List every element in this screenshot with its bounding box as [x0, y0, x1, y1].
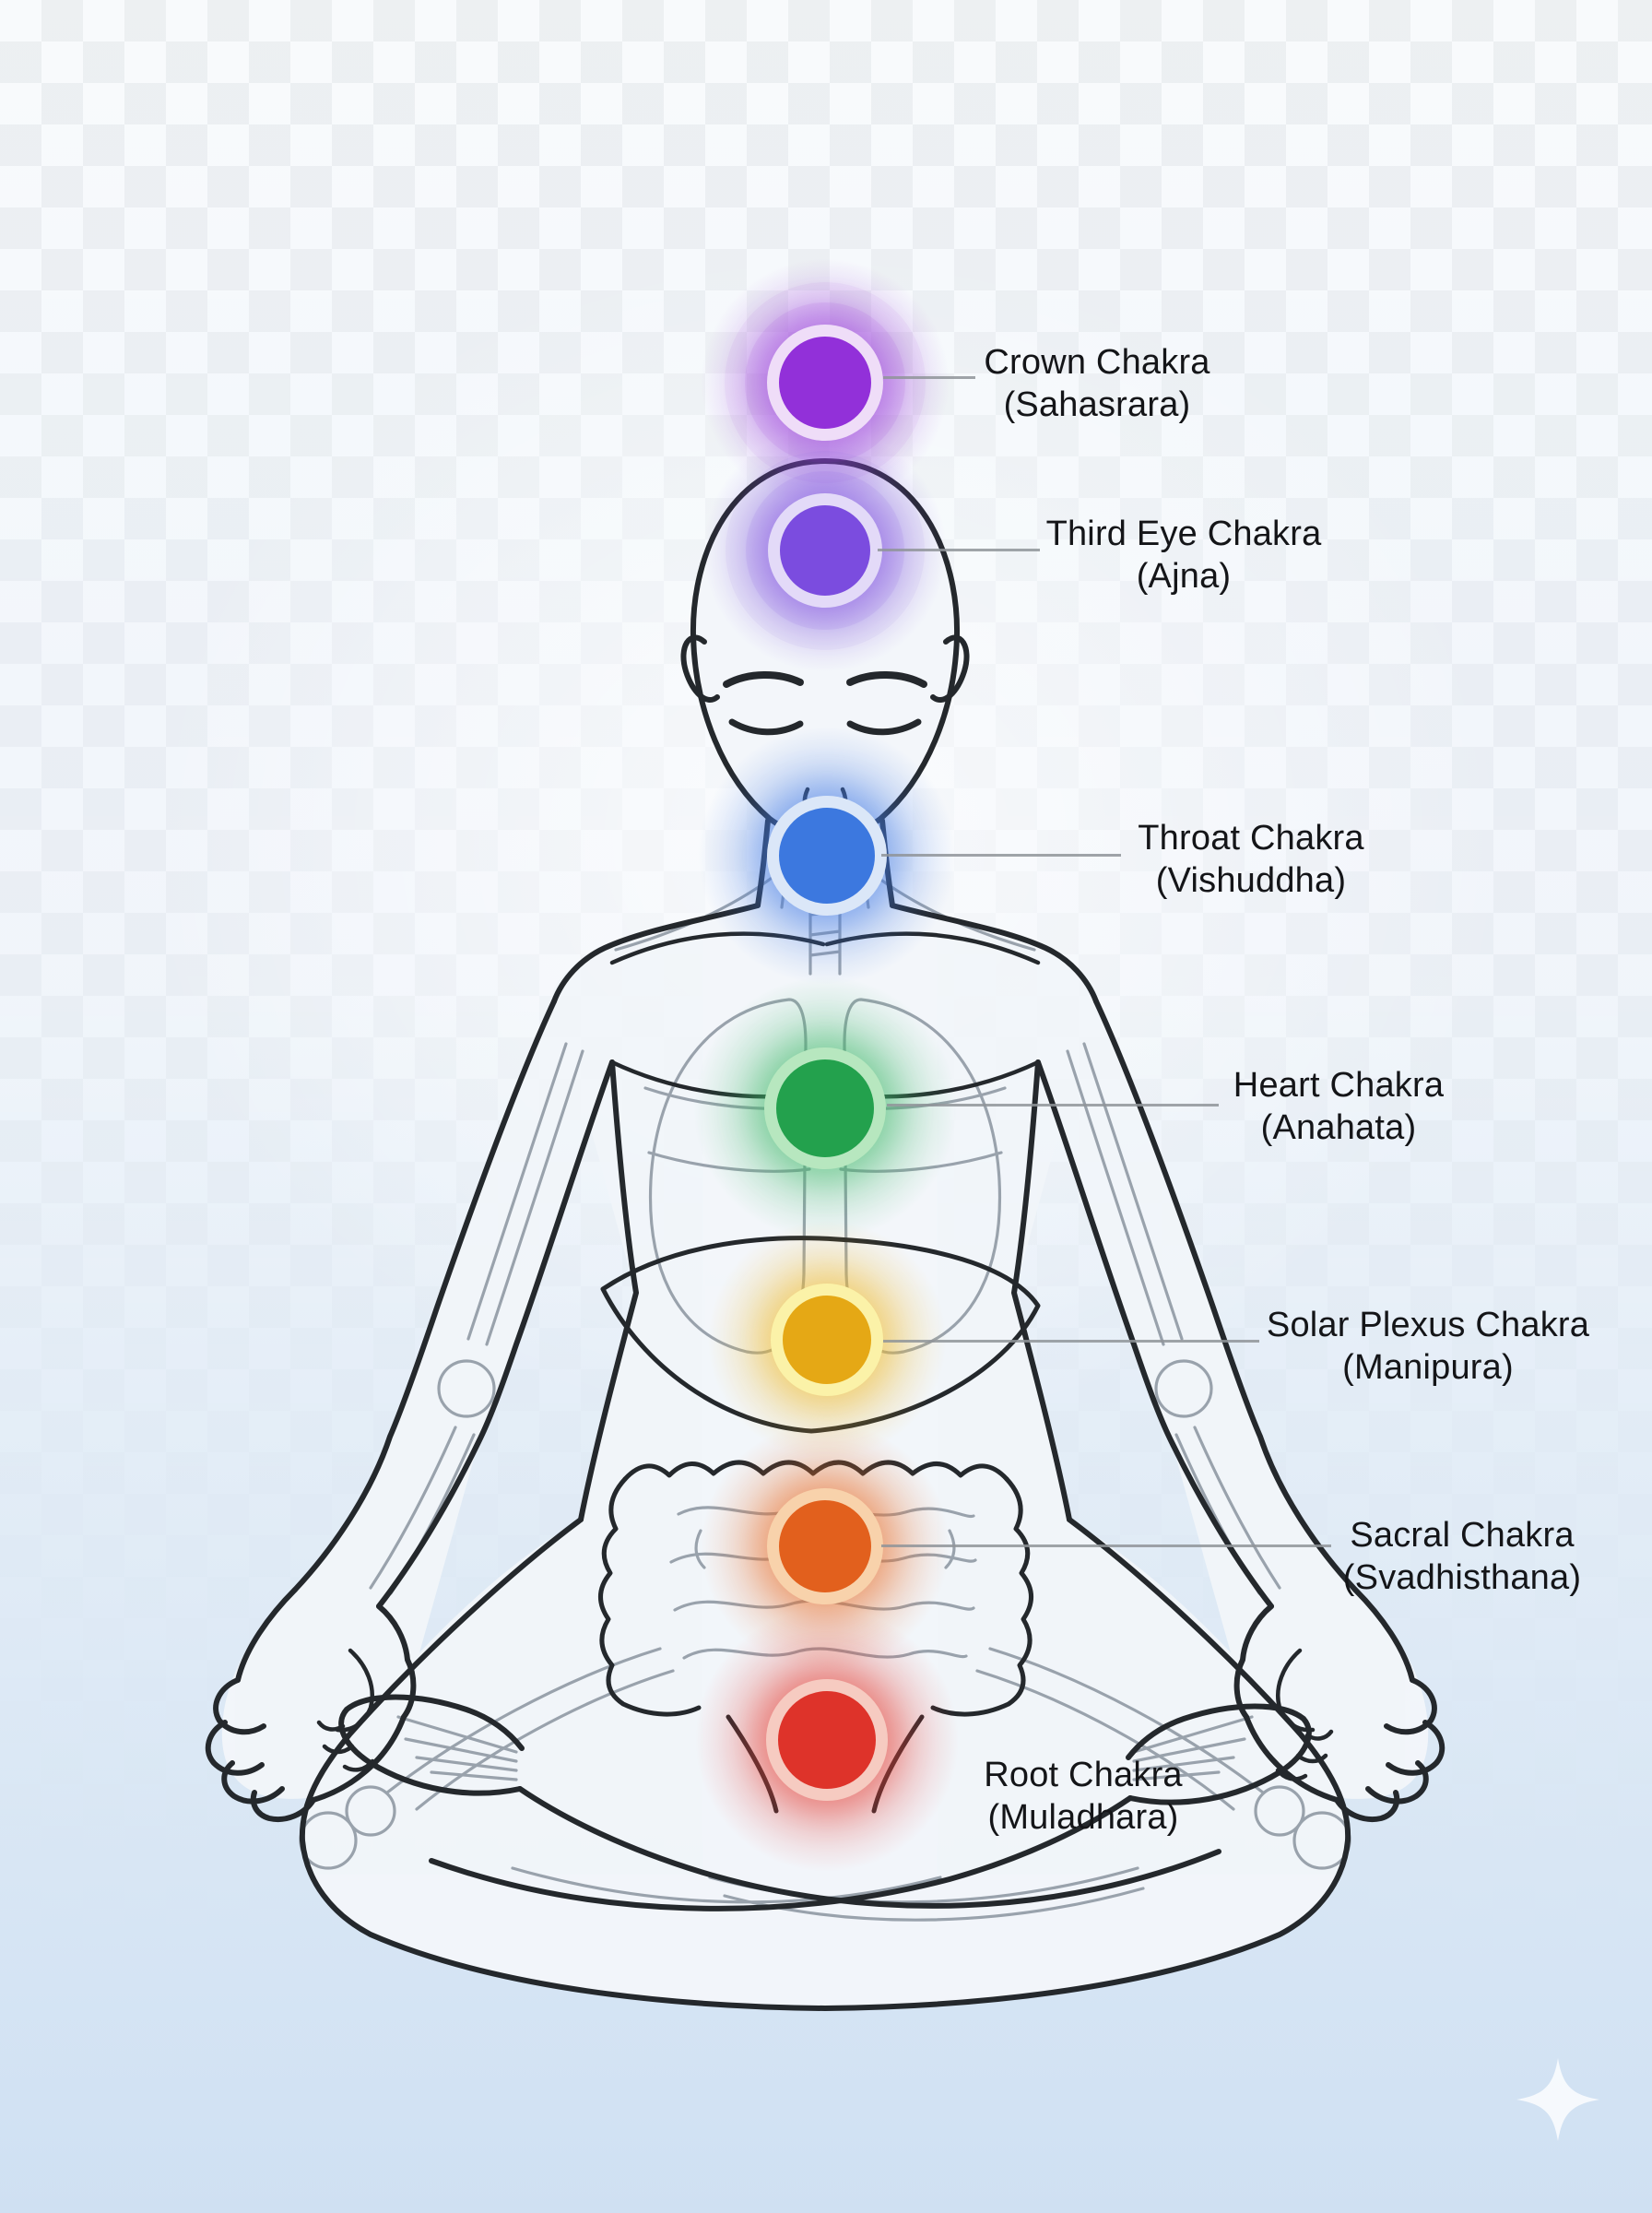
leader-line-third [878, 548, 1040, 551]
chakra-name: Third Eye Chakra [1045, 515, 1322, 553]
leader-line-crown [883, 375, 975, 379]
chakra-name: Throat Chakra [1138, 819, 1364, 858]
chakra-label-third: Third Eye Chakra (Ajna) [1046, 513, 1322, 598]
chakra-sanskrit-name: (Vishuddha) [1155, 861, 1347, 900]
chakra-circle-third [768, 493, 882, 608]
chakra-label-throat: Throat Chakra(Vishuddha) [1138, 817, 1363, 902]
chakra-label-crown: Crown Chakra(Sahasrara) [984, 341, 1210, 426]
chakra-label-sacral: Sacral Chakra(Svadhisthana) [1343, 1514, 1581, 1599]
chakra-label-heart: Heart Chakra(Anahata) [1233, 1064, 1444, 1149]
sparkle-icon [1516, 2058, 1599, 2141]
chakra-sanskrit-name: (Anahata) [1260, 1108, 1417, 1147]
chakra-name: Crown Chakra [984, 343, 1210, 382]
chakra-name: Heart Chakra [1233, 1066, 1445, 1105]
chakra-circle-solar [771, 1284, 883, 1396]
chakra-sanskrit-name: (Svadhisthana) [1342, 1558, 1582, 1597]
chakra-name: Solar Plexus Chakra [1266, 1306, 1590, 1344]
chakra-circle-root [766, 1679, 888, 1801]
chakra-circle-heart [764, 1047, 886, 1169]
chakra-sanskrit-name: (Sahasrara) [1003, 385, 1191, 424]
leader-line-sacral [881, 1544, 1331, 1547]
chakra-sanskrit-name: (Ajna) [1136, 557, 1232, 596]
chakra-circle-crown [767, 325, 883, 441]
chakra-circle-throat [767, 796, 887, 916]
chakra-circle-sacral [767, 1488, 883, 1604]
chakra-name: Root Chakra [984, 1756, 1183, 1794]
leader-line-solar [883, 1339, 1259, 1343]
leader-line-throat [881, 853, 1121, 857]
chakra-label-root: Root Chakra (Muladhara) [984, 1754, 1183, 1839]
chakra-sanskrit-name: (Muladhara) [987, 1798, 1179, 1837]
chakra-name: Sacral Chakra [1350, 1516, 1575, 1555]
chakra-label-solar: Solar Plexus Chakra (Manipura) [1267, 1304, 1589, 1389]
chakra-sanskrit-name: (Manipura) [1342, 1348, 1514, 1387]
leader-line-heart [887, 1103, 1219, 1106]
